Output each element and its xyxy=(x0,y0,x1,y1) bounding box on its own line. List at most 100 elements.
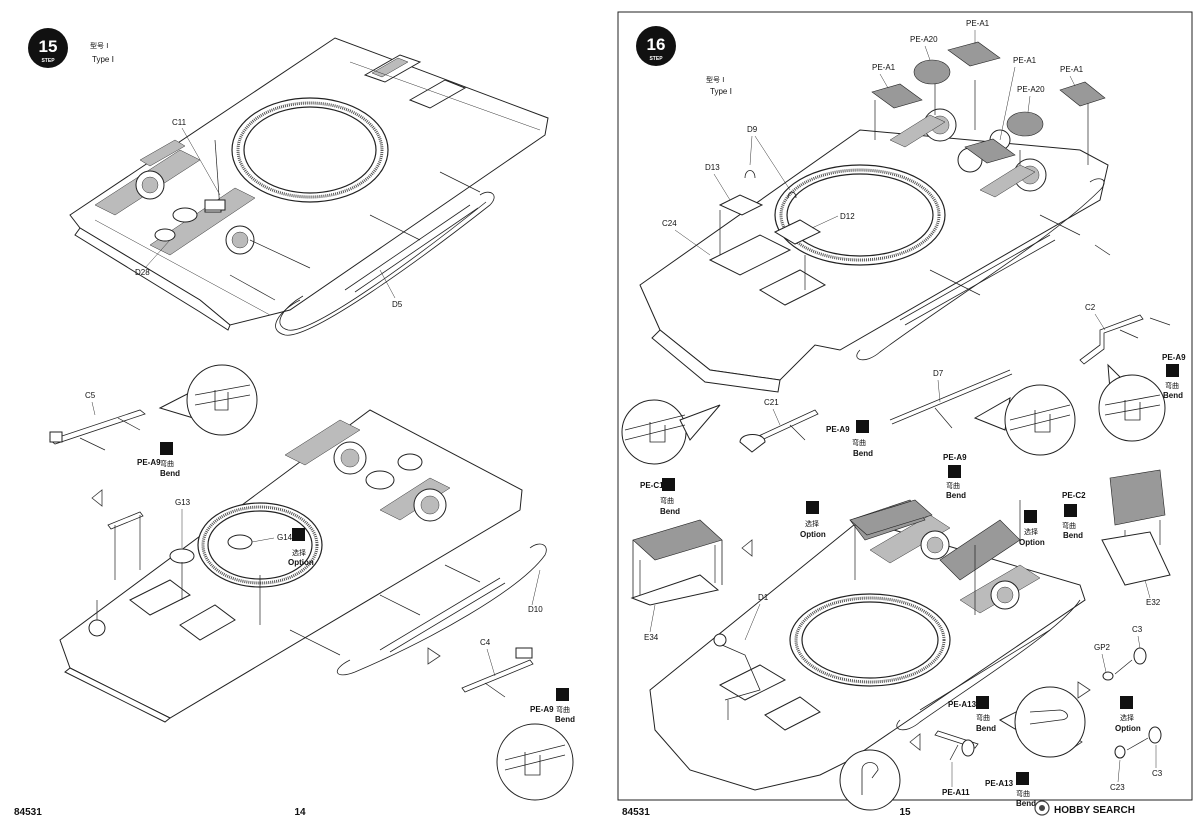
bend-label-cn: 弯曲 xyxy=(556,705,570,714)
part-c3-bottom: C3 xyxy=(1152,769,1163,778)
zoom-callout-r2 xyxy=(621,399,721,465)
mesh-pe-a1-left xyxy=(871,83,923,109)
part-c11: C11 xyxy=(172,118,187,127)
part-pe-a20-1: PE-A20 xyxy=(910,35,938,44)
type-label-cn: 型号 Ⅰ xyxy=(90,41,108,50)
mesh-pe-a1-top xyxy=(947,41,1001,67)
part-pe-c1: PE-C1 xyxy=(640,481,664,490)
part-c24: C24 xyxy=(662,219,677,228)
page-number: 15 xyxy=(899,807,911,818)
part-pe-c2: PE-C2 xyxy=(1062,491,1086,500)
bend-icon xyxy=(856,420,869,433)
part-d28: D28 xyxy=(135,268,150,277)
option-label-cn: 选择 xyxy=(1120,713,1134,722)
option-icon xyxy=(1120,696,1133,709)
pe-c2-mesh xyxy=(1101,469,1171,586)
bend-icon xyxy=(1166,364,1179,377)
direction-arrow-icon xyxy=(909,733,921,751)
zoom-callout-1 xyxy=(158,364,258,436)
bend-label-cn: 弯曲 xyxy=(976,713,990,722)
option-label-en: Option xyxy=(1019,538,1045,547)
bend-label-en: Bend xyxy=(1063,531,1083,540)
option-icon xyxy=(1024,510,1037,523)
type-label-en: Type Ⅰ xyxy=(92,55,114,64)
direction-arrow-icon xyxy=(741,539,753,557)
part-pe-a1-mid: PE-A1 xyxy=(1013,56,1037,65)
watermark: HOBBY SEARCH xyxy=(1034,800,1135,816)
zoom-callout-2 xyxy=(496,723,574,801)
bend-icon xyxy=(1064,504,1077,517)
pe-a13-parts xyxy=(934,730,979,761)
zoom-callout-r5 xyxy=(839,749,901,811)
bend-icon xyxy=(948,465,961,478)
mesh-pe-a20-1 xyxy=(913,59,951,85)
bend-label-en: Bend xyxy=(1016,799,1036,808)
bend-label-cn: 弯曲 xyxy=(1062,521,1076,530)
part-d7: D7 xyxy=(933,369,944,378)
part-d13: D13 xyxy=(705,163,720,172)
part-d10: D10 xyxy=(528,605,543,614)
page-border xyxy=(617,11,1193,801)
bend-icon xyxy=(662,478,675,491)
lower-hull-top xyxy=(59,409,547,723)
part-pe-a9-left: PE-A9 xyxy=(137,458,161,467)
bend-icon xyxy=(556,688,569,701)
option-label-cn: 选择 xyxy=(1024,527,1038,536)
step-number: 16 xyxy=(647,35,666,54)
bend-label-en: Bend xyxy=(976,724,996,733)
bend-label-cn: 弯曲 xyxy=(852,438,866,447)
part-c3-top: C3 xyxy=(1132,625,1143,634)
footer-code: 84531 xyxy=(622,807,650,818)
c4-bracket xyxy=(461,647,534,698)
direction-arrow-icon xyxy=(91,489,103,507)
bend-label-en: Bend xyxy=(1163,391,1183,400)
option-icon xyxy=(292,528,305,541)
d13-plate xyxy=(718,194,764,216)
zoom-callout-r1 xyxy=(1098,363,1166,442)
d12-plate xyxy=(773,219,822,245)
c5-bracket xyxy=(49,409,146,451)
c23-c3-parts xyxy=(1114,726,1162,759)
part-g13: G13 xyxy=(175,498,191,507)
option-mesh-center xyxy=(849,499,933,536)
c21-part xyxy=(739,409,819,453)
part-pe-a13-2: PE-A13 xyxy=(985,779,1014,788)
part-d12: D12 xyxy=(840,212,855,221)
type-label-cn: 型号 Ⅰ xyxy=(706,75,724,84)
option-label-cn: 选择 xyxy=(292,548,306,557)
part-c5: C5 xyxy=(85,391,96,400)
mesh-pe-a1-mid xyxy=(964,138,1016,164)
d7-rod xyxy=(889,369,1013,429)
zoom-callout-r3 xyxy=(973,384,1076,456)
part-gp2: GP2 xyxy=(1094,643,1111,652)
bend-label-en: Bend xyxy=(946,491,966,500)
part-d1: D1 xyxy=(758,593,769,602)
upper-hull-right xyxy=(639,80,1111,393)
direction-arrow-icon xyxy=(1077,681,1091,699)
bend-label-en: Bend xyxy=(853,449,873,458)
part-e34: E34 xyxy=(644,633,659,642)
type-label-en: Type Ⅰ xyxy=(710,87,732,96)
bend-label-cn: 弯曲 xyxy=(1016,789,1030,798)
option-label-en: Option xyxy=(800,530,826,539)
bend-icon xyxy=(160,442,173,455)
upper-hull-top xyxy=(69,37,549,336)
bend-icon xyxy=(1016,772,1029,785)
part-c2: C2 xyxy=(1085,303,1096,312)
c3-gp2-parts xyxy=(1102,647,1147,681)
part-pe-a9-right: PE-A9 xyxy=(1162,353,1186,362)
bend-label-cn: 弯曲 xyxy=(160,459,174,468)
step-15-badge: 15 STEP xyxy=(28,28,68,68)
part-pe-a9-center: PE-A9 xyxy=(943,453,967,462)
part-d9: D9 xyxy=(747,125,758,134)
mesh-pe-a20-2 xyxy=(1006,111,1044,137)
option-label-en: Option xyxy=(288,558,314,567)
part-pe-a20-2: PE-A20 xyxy=(1017,85,1045,94)
option-label-cn: 选择 xyxy=(805,519,819,528)
step-16-badge: 16 STEP xyxy=(636,26,676,66)
step-label: STEP xyxy=(649,56,663,62)
step-label: STEP xyxy=(41,58,55,64)
zoom-callout-r4 xyxy=(998,686,1086,758)
bend-label-en: Bend xyxy=(160,469,180,478)
